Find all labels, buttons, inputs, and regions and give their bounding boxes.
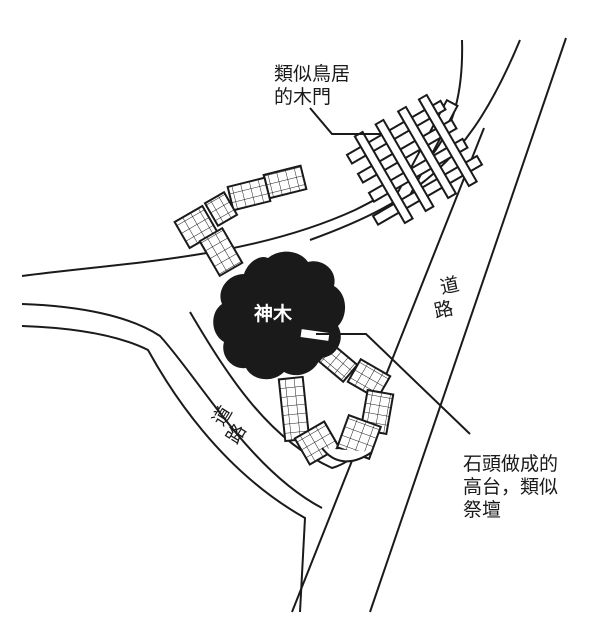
stone-altar	[298, 326, 332, 344]
sacred-tree-canopy	[213, 251, 346, 380]
walkway-segment	[203, 190, 239, 228]
walkway-curve	[321, 447, 373, 463]
right-road-label-2: 路	[432, 297, 455, 322]
gate-label-line-2: 的木門	[274, 86, 331, 108]
stone-walkways	[173, 164, 395, 466]
right-road-label-1: 道	[438, 273, 461, 298]
altar-label-line-3: 祭壇	[463, 499, 501, 521]
leader-lines	[309, 107, 471, 435]
gate-label-line-1: 類似鳥居	[274, 63, 350, 85]
right-road-edge-1	[291, 127, 485, 613]
walkway-segment	[346, 357, 392, 401]
walkway-segment	[226, 176, 272, 212]
walkway-segment	[262, 164, 308, 200]
right-road-edge-2	[369, 37, 567, 613]
altar-label-line-2: 高台，類似	[463, 476, 558, 498]
altar-label-line-1: 石頭做成的	[463, 453, 558, 475]
altar-leader-line	[316, 333, 471, 435]
walkway-segment	[277, 375, 311, 443]
wooden-gate	[345, 93, 484, 227]
gate-leader-line	[309, 107, 382, 135]
tree-label: 神木	[254, 302, 293, 325]
walkway-segment	[198, 226, 244, 278]
left-road-edge-top	[21, 303, 323, 509]
left-road-edge-bottom	[21, 325, 307, 613]
